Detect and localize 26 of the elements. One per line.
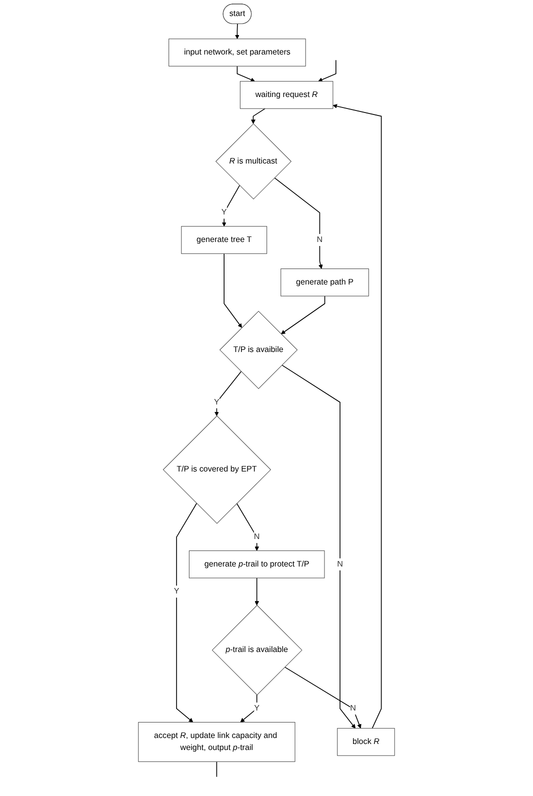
- process-box: generate p-trail to protect T/P: [188, 550, 325, 578]
- process-box: accept R, update link capacity and weight, output p-trail: [138, 722, 296, 762]
- process-box: block R: [337, 728, 395, 756]
- arrow: [281, 364, 356, 729]
- arrow: [176, 502, 198, 722]
- arrow: [224, 253, 242, 328]
- process-box: input network, set parameters: [168, 38, 306, 66]
- decision-diamond: p-trail is available: [212, 604, 302, 696]
- arrow: [240, 694, 258, 722]
- arrow: [318, 60, 336, 82]
- arrow: [236, 502, 260, 551]
- arrow: [251, 108, 266, 124]
- decision-diamond: R is multicast: [215, 123, 292, 200]
- process-box: waiting request R: [240, 81, 334, 109]
- arrow: [280, 296, 326, 334]
- arrow: [236, 66, 256, 82]
- process-box: generate path P: [280, 268, 369, 296]
- decision-diamond: T/P is covered by EPT: [162, 416, 272, 524]
- terminal-box: start: [222, 4, 252, 24]
- arrow: [284, 666, 362, 729]
- arrow: [254, 578, 260, 606]
- process-box: generate tree T: [181, 226, 268, 254]
- arrow: [235, 24, 240, 40]
- arrow: [332, 104, 382, 729]
- arrow: [274, 177, 323, 269]
- decision-diamond: T/P is avaibile: [219, 310, 298, 389]
